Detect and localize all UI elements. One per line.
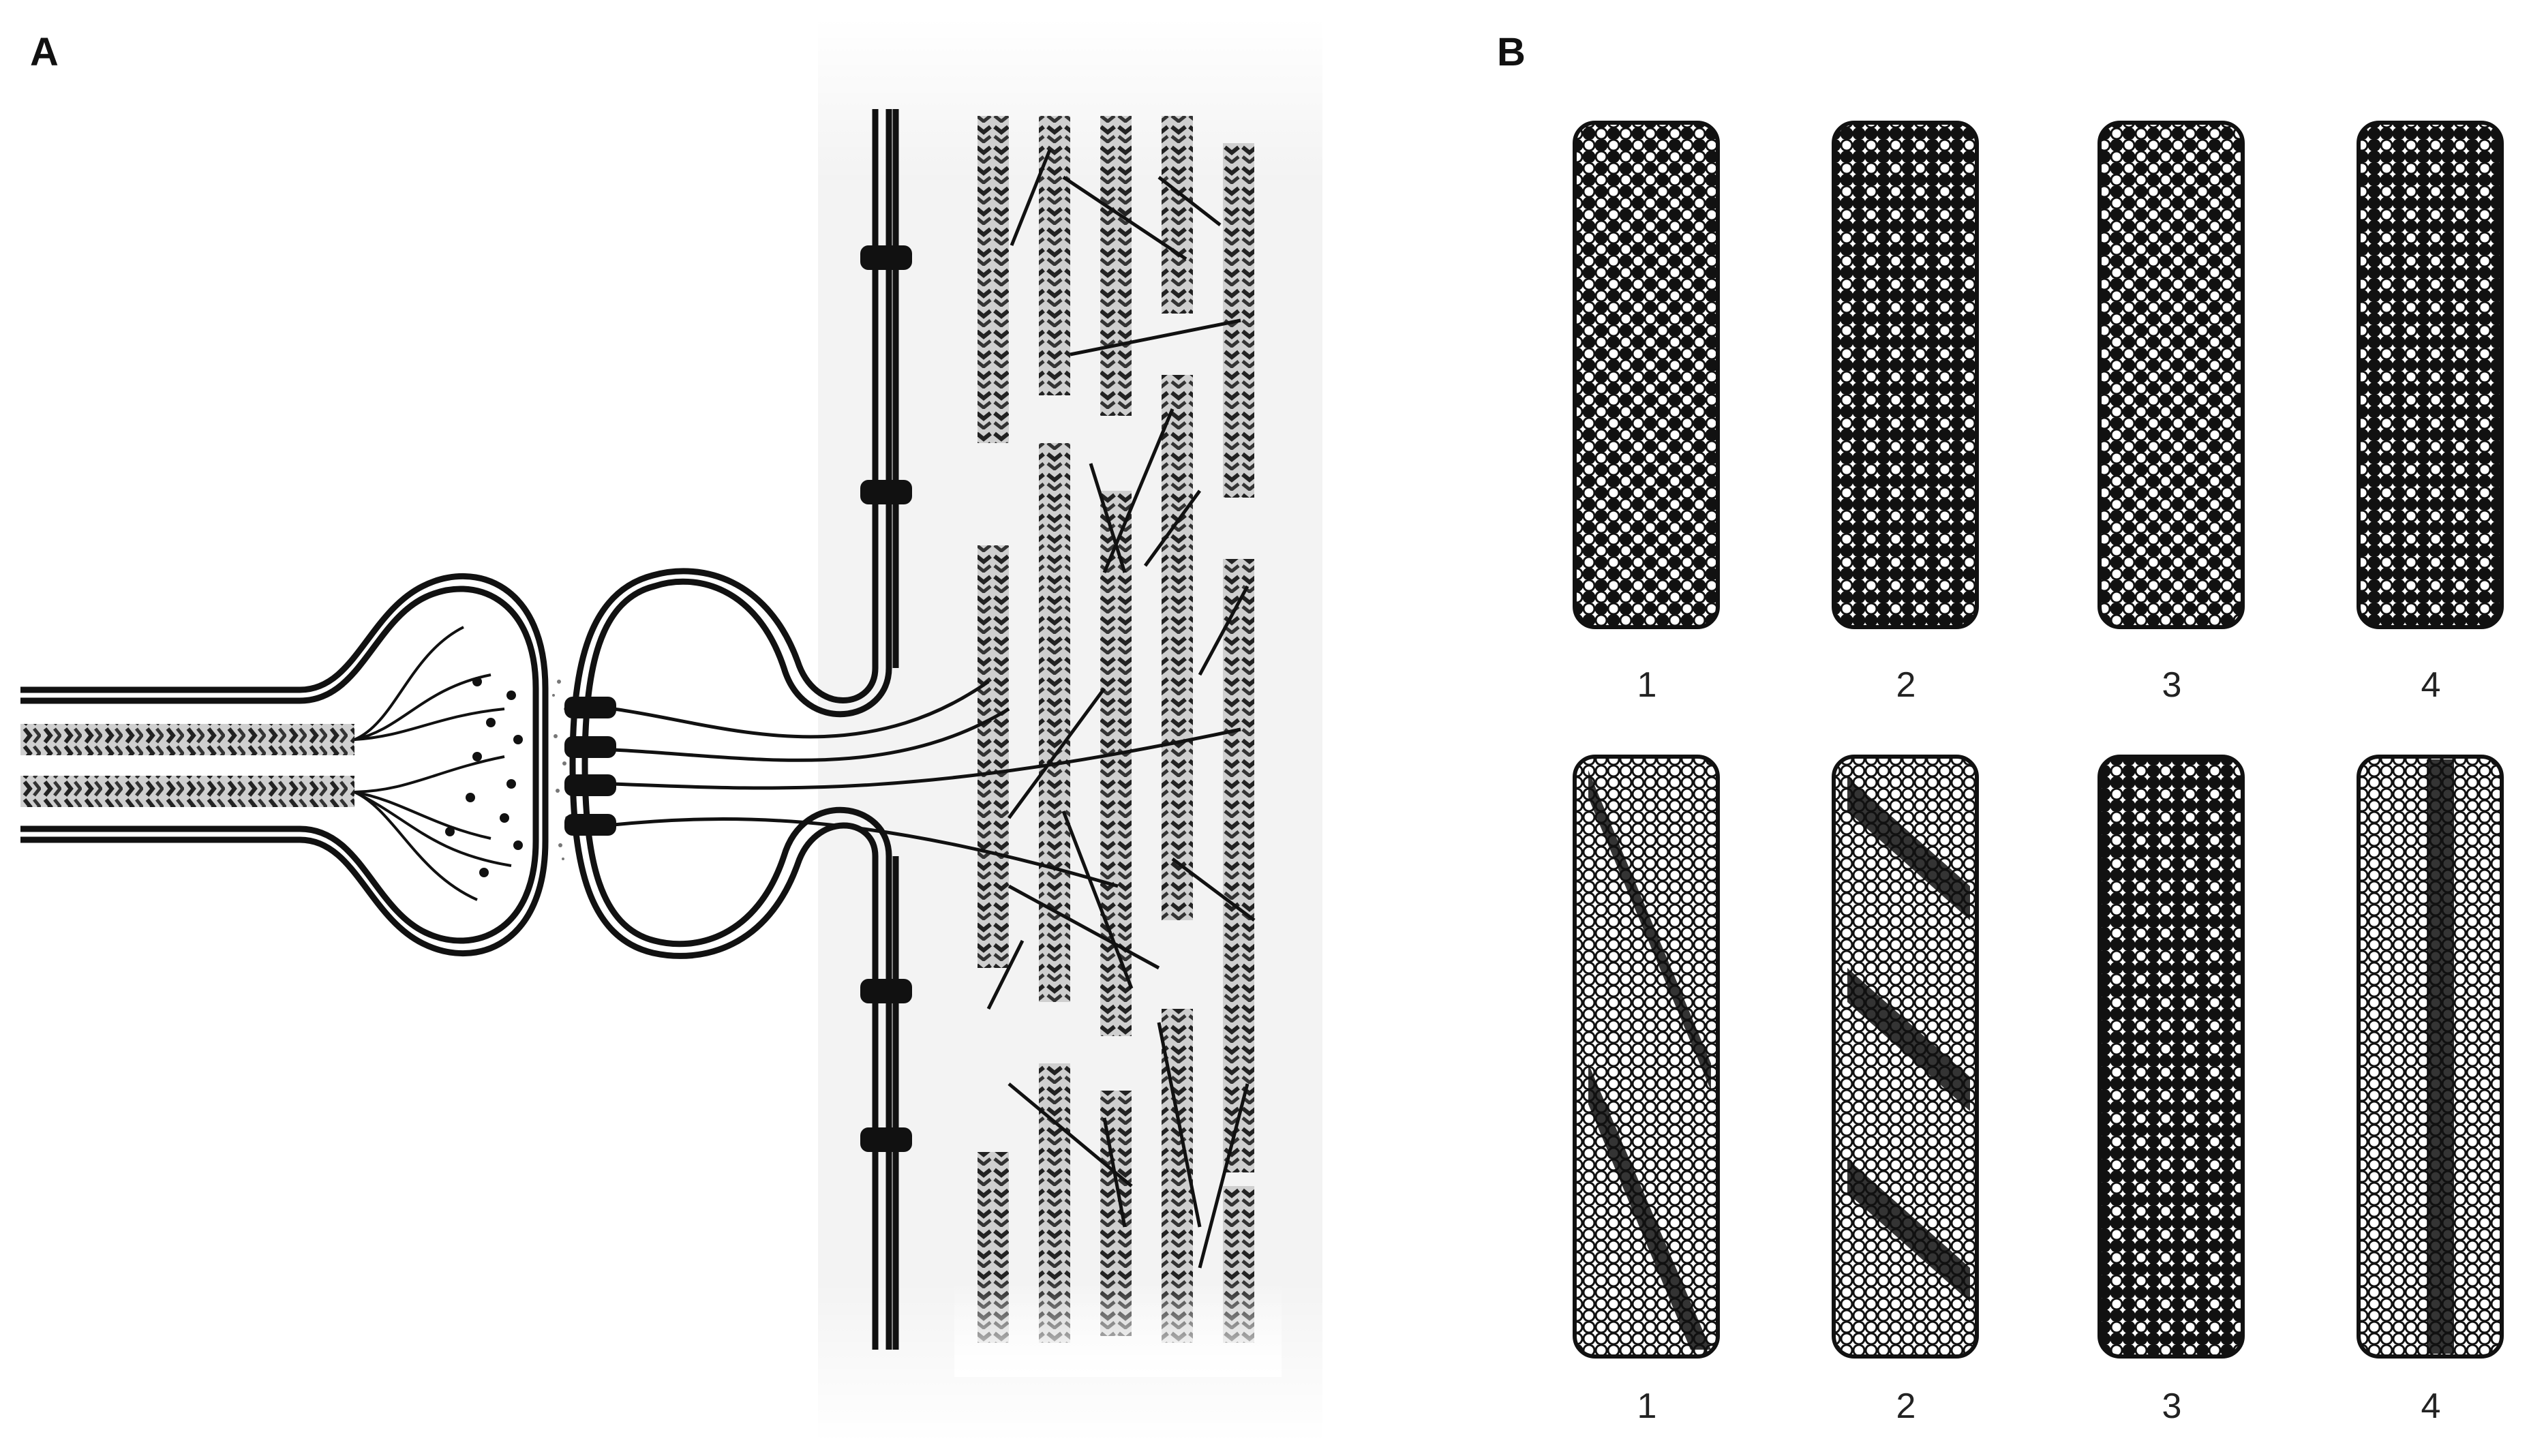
microtubule <box>1573 121 1720 629</box>
microtubule <box>2098 755 2245 1359</box>
axon-filament-upper <box>20 724 354 755</box>
myofilament <box>1223 559 1254 1172</box>
myofilament <box>978 545 1009 968</box>
microtubule-number: 1 <box>1637 1386 1657 1426</box>
microtubule <box>1573 755 1720 1359</box>
microtubule-number: 3 <box>2162 1386 2182 1426</box>
microtubule-number: 2 <box>1896 1386 1916 1426</box>
row-top-numbers: 1 2 3 4 <box>1637 665 2441 705</box>
microtubule-row-bottom <box>1573 755 2504 1359</box>
panel-a-label: A <box>30 30 59 74</box>
myofilaments <box>978 116 1254 1343</box>
microtubule-row-top <box>1573 121 2504 629</box>
panel-b: B 1 2 3 4 1 2 <box>1497 30 2504 1426</box>
membrane-junctions <box>860 245 912 1152</box>
myofilament <box>1039 116 1070 395</box>
myofilament <box>978 116 1009 443</box>
microtubule-number: 4 <box>2421 1386 2441 1426</box>
synaptic-vesicles <box>445 677 523 877</box>
microtubule <box>2357 121 2504 629</box>
microtubule <box>2098 121 2245 629</box>
axon-filament-lower <box>20 776 354 807</box>
microtubule-number: 1 <box>1637 665 1657 705</box>
microtubule <box>1832 121 1979 629</box>
cytoskeletal-links <box>613 149 1256 1269</box>
myofilament <box>1162 375 1193 920</box>
myofilament <box>1100 116 1132 416</box>
microtubule-number: 4 <box>2421 665 2441 705</box>
myofilament <box>1039 443 1070 1002</box>
microtubule-number: 3 <box>2162 665 2182 705</box>
terminal-filaments <box>354 626 512 901</box>
row-bottom-numbers: 1 2 3 4 <box>1637 1386 2441 1426</box>
panel-b-label: B <box>1497 30 1526 74</box>
microtubule-number: 2 <box>1896 665 1916 705</box>
postsynaptic-membrane <box>569 109 899 1350</box>
acetylcholine-receptors <box>564 697 616 836</box>
myofilament <box>1162 116 1193 314</box>
axon <box>20 573 549 956</box>
panel-a: A <box>20 18 1322 1442</box>
